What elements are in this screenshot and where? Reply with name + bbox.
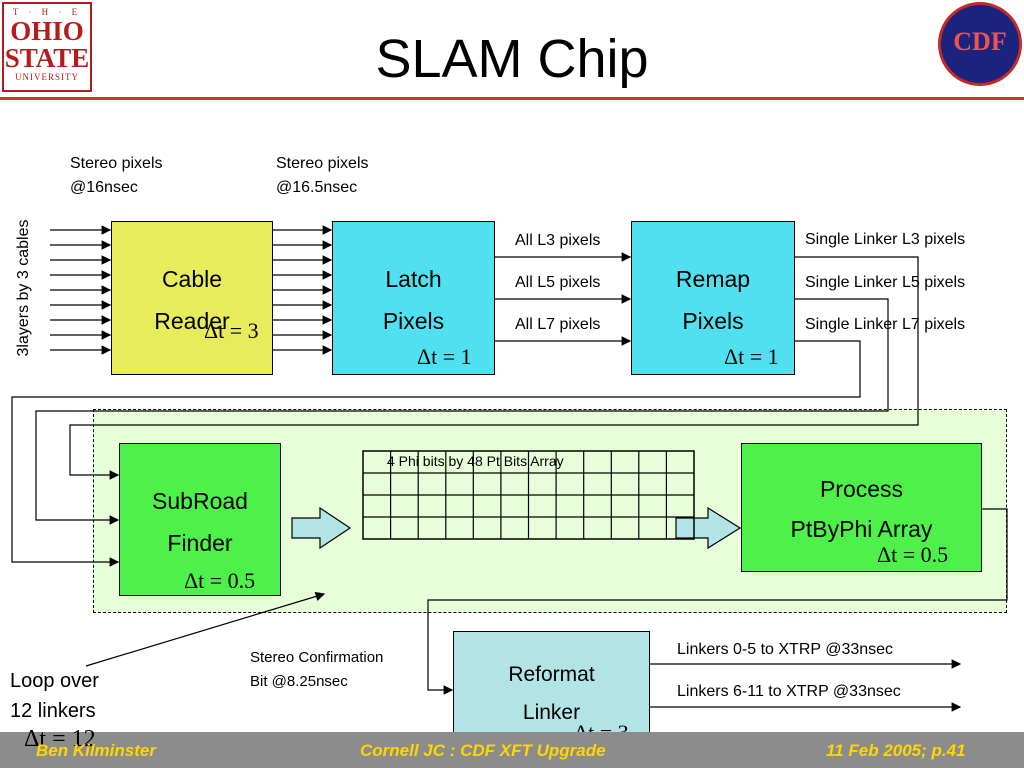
stereo-16nsec-label: Stereo pixels @16nsec (70, 155, 163, 196)
subroad-label-1: SubRoad (152, 488, 248, 514)
single-l5-label: Single Linker L5 pixels (805, 274, 966, 291)
single-l3-label: Single Linker L3 pixels (805, 231, 966, 248)
array-label: 4 Phi bits by 48 Pt Bits Array (387, 453, 564, 469)
slide-title: SLAM Chip (375, 29, 649, 89)
linkers-0-5-label: Linkers 0-5 to XTRP @33nsec (677, 641, 894, 658)
latch-delta-t: Δt = 1 (417, 344, 472, 369)
cable-reader-delta-t: Δt = 3 (204, 318, 259, 343)
subroad-finder-box: SubRoad Finder Δt = 0.5 (119, 443, 281, 596)
linkers-6-11-label: Linkers 6-11 to XTRP @33nsec (677, 683, 901, 700)
cdf-logo: CDF (938, 2, 1022, 86)
title-rule (0, 97, 1024, 100)
single-l7-label: Single Linker L7 pixels (805, 316, 966, 333)
all-l5-label: All L5 pixels (515, 274, 601, 291)
reformat-label-2: Linker (522, 701, 581, 724)
stereo-16-5nsec-label: Stereo pixels @16.5nsec (276, 155, 369, 196)
footer-event: Cornell JC : CDF XFT Upgrade (360, 741, 606, 760)
ohio-state-logo: T · H · E OHIO STATE UNIVERSITY (2, 2, 92, 92)
cables-label: 3layers by 3 cables (15, 219, 32, 357)
cable-reader-label-1: Cable (161, 266, 223, 292)
footer-bar (0, 732, 1024, 768)
loop-delta-t: Δt = 12 (24, 726, 96, 752)
latch-label-2: Pixels (382, 308, 445, 334)
remap-pixels-box: Remap Pixels Δt = 1 (631, 221, 795, 375)
cable-reader-label-2: Reader (154, 308, 230, 334)
process-label-2: PtByPhi Array (790, 516, 933, 542)
reformat-label-1: Reformat (508, 663, 595, 686)
process-ptbyphi-box: Process PtByPhi Array Δt = 0.5 (741, 443, 982, 572)
process-label-1: Process (819, 476, 904, 502)
footer-date: 11 Feb 2005; p.41 (826, 741, 966, 760)
subroad-delta-t: Δt = 0.5 (184, 568, 256, 593)
subroad-label-2: Finder (167, 530, 233, 556)
all-l7-label: All L7 pixels (515, 316, 601, 333)
remap-label-1: Remap (675, 266, 751, 292)
cable-reader-box: Cable Reader Δt = 3 (111, 221, 273, 375)
remap-delta-t: Δt = 1 (724, 344, 779, 369)
process-delta-t: Δt = 0.5 (877, 542, 949, 567)
remap-label-2: Pixels (682, 308, 744, 334)
all-l3-label: All L3 pixels (515, 232, 601, 249)
loop-label: Loop over 12 linkers (10, 670, 99, 722)
latch-label-1: Latch (385, 266, 442, 292)
stereo-confirmation-label: Stereo Confirmation Bit @8.25nsec (250, 649, 384, 690)
latch-pixels-box: Latch Pixels Δt = 1 (332, 221, 495, 375)
footer-author: Ben Kilminster (36, 741, 156, 760)
